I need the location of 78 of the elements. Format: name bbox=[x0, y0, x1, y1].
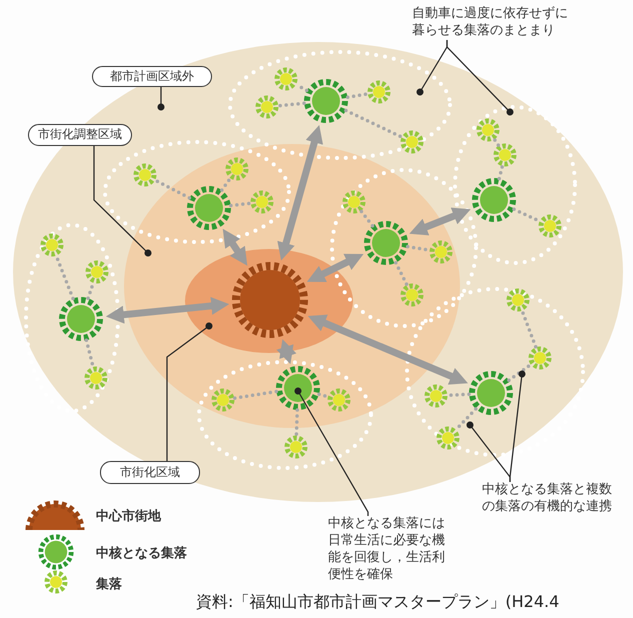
callout-text: 自動車に過度に依存せずに暮らせる集落のまとまり bbox=[412, 6, 572, 40]
leader-line bbox=[294, 388, 369, 516]
small-gear-circle bbox=[274, 67, 298, 91]
dotted-line bbox=[360, 210, 374, 228]
double-arrow bbox=[222, 228, 248, 266]
small-gear-circle bbox=[133, 163, 157, 187]
region-label: 市街化区域 bbox=[100, 461, 200, 484]
gear-circle bbox=[472, 178, 516, 222]
leader-line bbox=[93, 146, 152, 256]
dotted-line bbox=[346, 92, 369, 100]
small-gear-circle bbox=[327, 388, 351, 412]
double-arrow bbox=[106, 296, 230, 324]
legend-label: 中心市街地 bbox=[96, 508, 161, 525]
dotted-ellipse bbox=[405, 287, 585, 457]
small-gear-circle bbox=[255, 95, 279, 119]
dotted-line bbox=[520, 309, 538, 349]
region-ellipse bbox=[185, 249, 353, 353]
dotted-ellipse bbox=[453, 105, 577, 265]
dotted-line bbox=[344, 108, 403, 139]
small-gear-circle bbox=[506, 288, 530, 312]
double-arrow bbox=[277, 125, 324, 261]
small-gear-circle bbox=[424, 384, 448, 408]
double-arrow bbox=[306, 254, 364, 282]
dotted-line bbox=[220, 176, 232, 192]
small-gear-circle bbox=[225, 157, 249, 181]
dotted-ellipse bbox=[24, 223, 120, 413]
leader-line bbox=[158, 87, 164, 110]
small-gear-circle bbox=[85, 260, 109, 284]
region-ellipse bbox=[124, 144, 460, 428]
large-gear-circle bbox=[232, 262, 308, 338]
dotted-line bbox=[154, 178, 192, 200]
small-gear-circle bbox=[400, 130, 424, 154]
dotted-line bbox=[492, 138, 500, 147]
double-arrow bbox=[308, 314, 468, 385]
small-gear-circle bbox=[40, 233, 64, 257]
gear-circle bbox=[187, 186, 231, 230]
gear-circle bbox=[469, 371, 513, 415]
leader-line bbox=[466, 422, 511, 482]
gear-circle bbox=[304, 79, 348, 123]
dotted-ellipse bbox=[197, 360, 373, 470]
small-gear-circle bbox=[284, 435, 308, 459]
dotted-line bbox=[317, 392, 330, 398]
double-arrow bbox=[276, 339, 296, 364]
gear-circle bbox=[276, 366, 320, 410]
dotted-line bbox=[497, 164, 504, 180]
dotted-line bbox=[507, 363, 532, 382]
small-gear-circle bbox=[493, 143, 517, 167]
dotted-ellipse bbox=[103, 140, 291, 244]
callout-text: 中核となる集落には日常生活に必要な機能を回復し，生活利便性を確保 bbox=[328, 516, 448, 584]
small-gear-circle bbox=[84, 366, 108, 390]
small-gear-circle bbox=[342, 190, 366, 214]
gear-circle bbox=[59, 297, 103, 341]
callout-text: 中核となる集落と複数の集落の有機的な連携 bbox=[482, 482, 614, 516]
dotted-ellipse bbox=[228, 50, 452, 160]
dotted-line bbox=[394, 260, 408, 286]
double-arrow bbox=[409, 208, 471, 236]
small-gear-circle bbox=[367, 80, 391, 104]
dotted-line bbox=[84, 338, 95, 368]
dotted-line bbox=[277, 101, 306, 108]
small-gear-circle bbox=[429, 240, 453, 264]
dotted-line bbox=[233, 390, 278, 400]
small-gear-circle bbox=[400, 283, 424, 307]
gear-circle bbox=[364, 221, 408, 265]
legend-label: 中核となる集落 bbox=[96, 545, 187, 562]
dotted-line bbox=[229, 202, 252, 208]
leader-line bbox=[446, 40, 514, 116]
small-gear-circle bbox=[250, 190, 274, 214]
small-gear-circle bbox=[211, 388, 235, 412]
small-gear-circle bbox=[538, 214, 562, 238]
small-gear-circle bbox=[436, 426, 460, 450]
dotted-line bbox=[294, 408, 300, 437]
source-caption: 資料:「福知山市都市計画マスタープラン」(H24.4 bbox=[196, 592, 560, 613]
small-gear-circle bbox=[528, 346, 552, 370]
dotted-ellipse bbox=[330, 168, 478, 328]
small-gear-circle bbox=[476, 118, 500, 142]
legend-label: 集落 bbox=[96, 576, 122, 593]
leader-line bbox=[166, 322, 212, 461]
region-label: 都市計画区域外 bbox=[92, 66, 212, 87]
